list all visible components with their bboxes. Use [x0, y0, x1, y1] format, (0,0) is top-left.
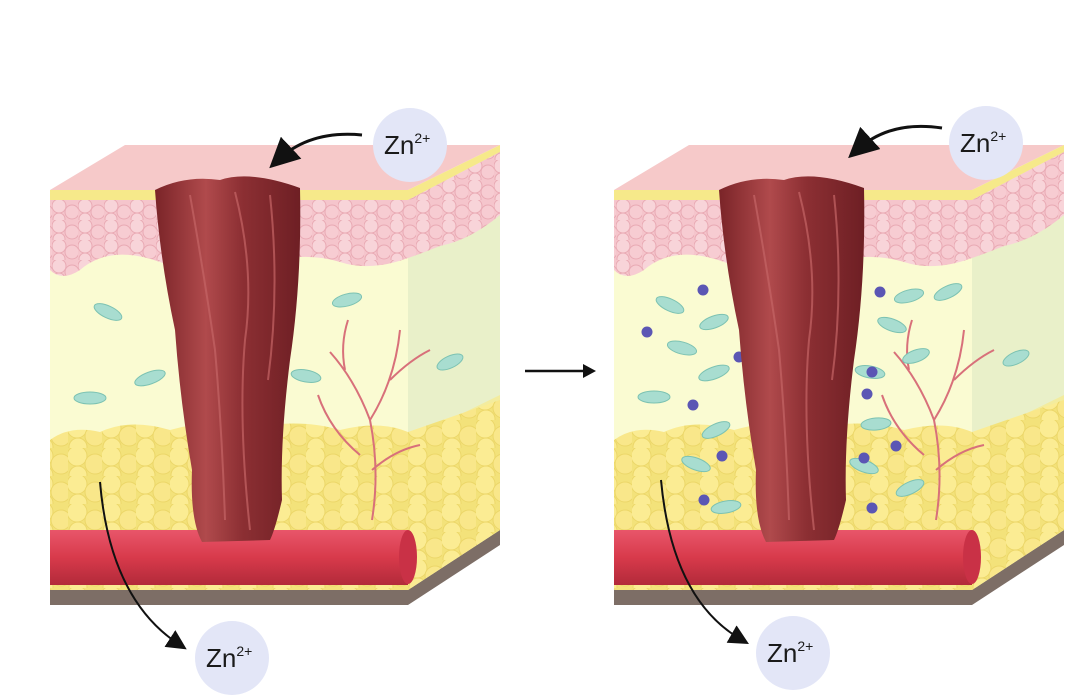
wound-tissue-ridges: [189, 191, 276, 531]
zinc-charge-text: 2+: [414, 130, 430, 146]
dermis-cell-layer-side: [408, 152, 500, 258]
svg-text:Zn2+: Zn2+: [960, 128, 1006, 158]
dermis-cell-layer-side: [972, 152, 1064, 258]
zinc-influx-arrow-after: [848, 124, 943, 159]
zinc-efflux-arrow-after: [660, 479, 749, 644]
skin-block-before: [50, 145, 500, 605]
zinc-ion-text: Zn: [767, 638, 797, 668]
wound-tissue-column: [155, 176, 301, 542]
wound-tissue-column: [719, 176, 865, 542]
zinc-ion-text: Zn: [384, 130, 414, 160]
zinc-ion-text: Zn: [960, 128, 990, 158]
capillary-branches: [881, 319, 995, 521]
capillary-branches: [317, 319, 431, 521]
svg-text:Zn2+: Zn2+: [206, 643, 252, 673]
right-arrow: [525, 364, 596, 378]
yellow-border-strip: [614, 145, 1064, 200]
blood-vessel-end: [963, 530, 981, 584]
fibroblast-cells: [637, 283, 1030, 514]
skin-block-after: [614, 145, 1064, 605]
svg-text:Zn2+: Zn2+: [384, 130, 430, 160]
zinc-charge-text: 2+: [797, 638, 813, 654]
zinc-ion-text: Zn: [206, 643, 236, 673]
zinc-ion-badge-bottom-after: Zn2+: [756, 616, 830, 690]
zinc-ion-badge-top-before: Zn2+: [373, 108, 447, 182]
zinc-charge-text: 2+: [990, 128, 1006, 144]
zinc-efflux-arrow-before: [99, 481, 187, 650]
zinc-influx-arrow-before: [269, 132, 363, 169]
zinc-charge-text: 2+: [236, 643, 252, 659]
blood-vessel-end: [399, 530, 417, 584]
fibroblast-cells: [73, 292, 464, 405]
svg-text:Zn2+: Zn2+: [767, 638, 813, 668]
zinc-ion-dots: [641, 284, 902, 514]
wound-tissue-ridges: [753, 191, 840, 531]
zinc-ion-badge-top-after: Zn2+: [949, 106, 1023, 180]
zinc-ion-badge-bottom-before: Zn2+: [195, 621, 269, 695]
yellow-border-strip: [50, 145, 500, 200]
